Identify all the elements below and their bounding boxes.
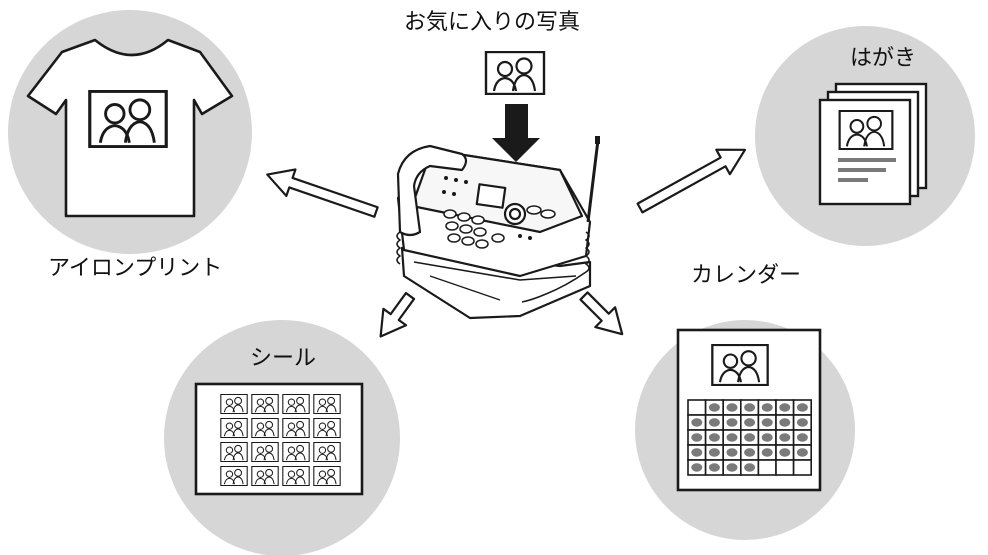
calendar-cell xyxy=(775,459,795,476)
calendar-day-dot xyxy=(761,418,773,427)
sticker-photo xyxy=(282,442,310,462)
calendar-day-dot xyxy=(691,463,703,472)
sticker-photo xyxy=(220,418,248,438)
sticker-photo xyxy=(220,466,248,486)
calendar-day-dot xyxy=(779,403,791,412)
arrow-to-calendar-icon xyxy=(579,291,624,336)
calendar-icon xyxy=(676,328,822,492)
arrow-to-sticker-icon xyxy=(379,291,416,338)
sticker-photo xyxy=(251,394,279,414)
calendar-day-dot xyxy=(691,418,703,427)
down-arrow-icon xyxy=(492,104,540,162)
fax-machine-icon xyxy=(396,136,600,320)
calendar-day-dot xyxy=(796,433,808,442)
arrow-to-postcard-icon xyxy=(636,148,747,214)
calendar-day-dot xyxy=(726,448,738,457)
calendar-day-dot xyxy=(761,403,773,412)
sticker-photo xyxy=(313,394,341,414)
calendar-day-dot xyxy=(708,463,720,472)
calendar-day-dot xyxy=(708,403,720,412)
sticker-photo xyxy=(282,418,310,438)
calendar-day-dot xyxy=(726,418,738,427)
calendar-day-dot xyxy=(726,403,738,412)
calendar-day-dot xyxy=(761,433,773,442)
postcard-stack-icon xyxy=(818,82,928,206)
sticker-photo xyxy=(251,442,279,462)
calendar-day-dot xyxy=(744,433,756,442)
calendar-day-dot xyxy=(691,433,703,442)
calendar-day-dot xyxy=(691,448,703,457)
calendar-day-dot xyxy=(744,463,756,472)
sticker-photo xyxy=(251,418,279,438)
favorite-photo-label: お気に入りの写真 xyxy=(404,10,581,35)
calendar-day-dot xyxy=(761,448,773,457)
sticker-photo xyxy=(313,442,341,462)
calendar-day-dot xyxy=(779,433,791,442)
iron-print-label: アイロンプリント xyxy=(48,256,223,281)
calendar-day-dot xyxy=(708,418,720,427)
sticker-sheet-icon xyxy=(194,382,364,496)
sticker-label: シール xyxy=(250,346,317,371)
calendar-cell xyxy=(687,399,707,416)
tshirt-icon xyxy=(26,38,234,218)
sticker-photo xyxy=(313,418,341,438)
calendar-day-dot xyxy=(796,418,808,427)
calendar-cell xyxy=(792,459,812,476)
sticker-photo xyxy=(220,442,248,462)
calendar-day-dot xyxy=(779,418,791,427)
calendar-day-dot xyxy=(744,448,756,457)
calendar-day-dot xyxy=(744,403,756,412)
calendar-label: カレンダー xyxy=(691,263,802,288)
calendar-day-dot xyxy=(708,433,720,442)
calendar-day-dot xyxy=(796,448,808,457)
calendar-day-dot xyxy=(726,463,738,472)
sticker-photo xyxy=(282,466,310,486)
arrow-to-tshirt-icon xyxy=(266,168,379,218)
sticker-photo xyxy=(282,394,310,414)
sticker-photo xyxy=(251,466,279,486)
photo-icon xyxy=(484,51,546,95)
calendar-day-dot xyxy=(708,448,720,457)
calendar-cell xyxy=(757,459,777,476)
sticker-photo xyxy=(313,466,341,486)
calendar-day-dot xyxy=(744,418,756,427)
calendar-day-dot xyxy=(796,403,808,412)
calendar-day-dot xyxy=(726,433,738,442)
sticker-photo xyxy=(220,394,248,414)
postcard-label: はがき xyxy=(850,46,917,71)
calendar-day-dot xyxy=(779,448,791,457)
